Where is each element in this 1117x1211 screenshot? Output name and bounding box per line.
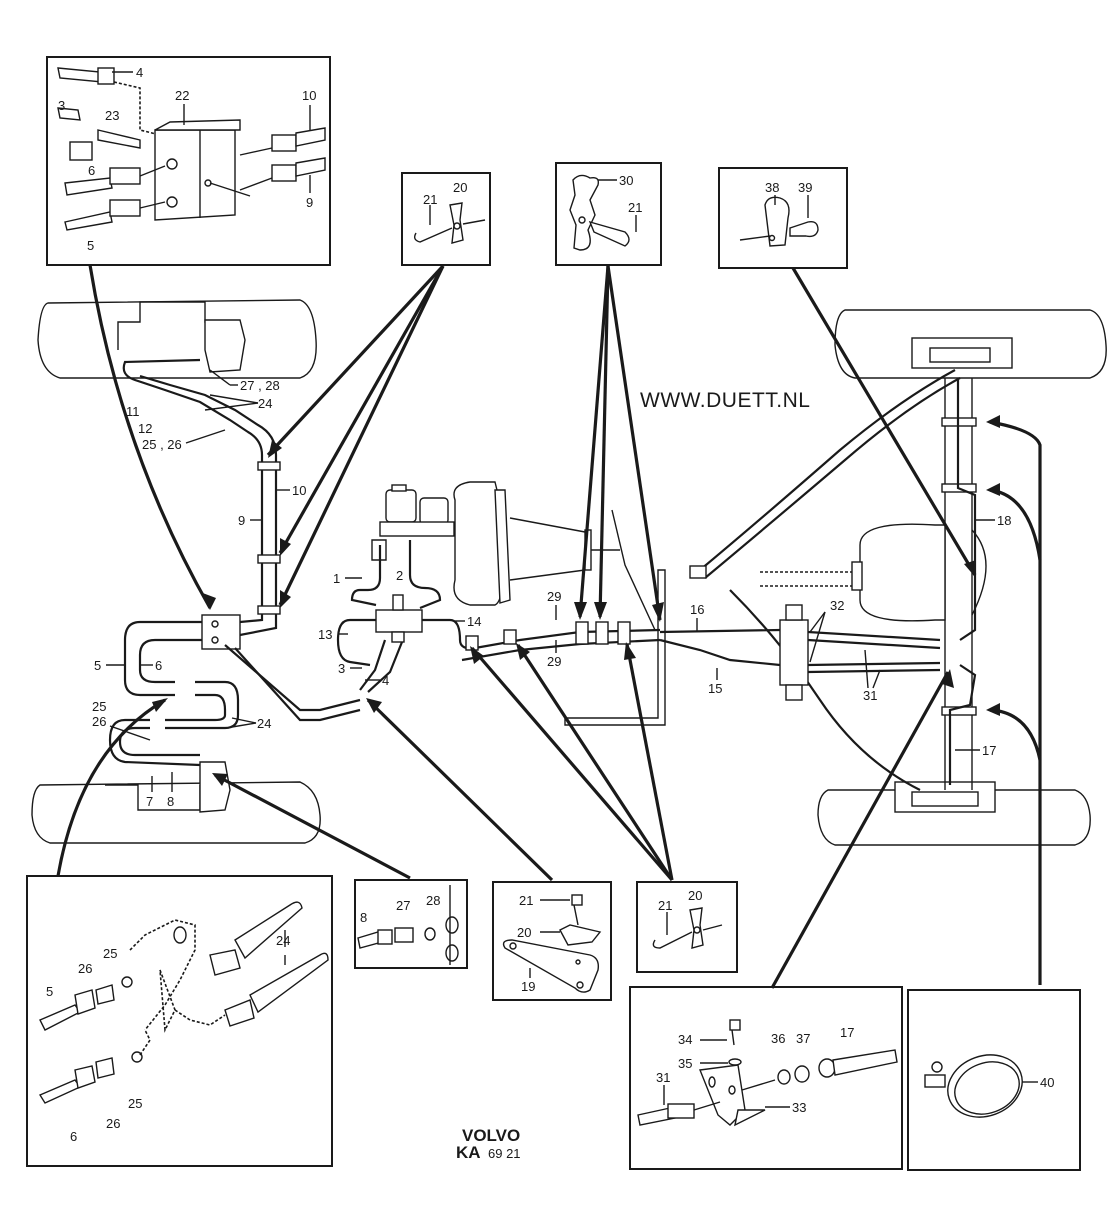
detail-box-clip-double: 30 21 xyxy=(555,162,662,266)
label-6: 6 xyxy=(155,658,162,673)
label-3: 3 xyxy=(338,661,345,676)
label-12: 12 xyxy=(138,421,152,436)
label-17: 17 xyxy=(982,743,996,758)
label-36: 36 xyxy=(771,1031,785,1046)
label-26-bottom: 26 xyxy=(92,714,106,729)
label-23: 23 xyxy=(105,108,119,123)
front-right-wheel xyxy=(31,761,321,844)
label-6: 6 xyxy=(70,1129,77,1144)
label-10: 10 xyxy=(302,88,316,103)
label-3: 3 xyxy=(58,98,65,113)
frame-member xyxy=(564,569,666,726)
label-8: 8 xyxy=(360,910,367,925)
label-25: 25 xyxy=(128,1096,142,1111)
label-20: 20 xyxy=(688,888,702,903)
label-15: 15 xyxy=(708,681,722,696)
label-5: 5 xyxy=(94,658,101,673)
label-29-top: 29 xyxy=(547,589,561,604)
label-24-top: 24 xyxy=(258,396,272,411)
label-33: 33 xyxy=(792,1100,806,1115)
label-6: 6 xyxy=(88,163,95,178)
rear-left-wheel xyxy=(834,309,1107,379)
label-5: 5 xyxy=(87,238,94,253)
label-18: 18 xyxy=(997,513,1011,528)
label-10: 10 xyxy=(292,483,306,498)
pointer-arrows xyxy=(56,264,1042,989)
label-27-28: 27 , 28 xyxy=(240,378,280,393)
label-14: 14 xyxy=(467,614,481,629)
watermark-text: WWW.DUETT.NL xyxy=(640,389,810,412)
label-9: 9 xyxy=(238,513,245,528)
master-cylinder xyxy=(371,484,455,561)
label-25-26-top: 25 , 26 xyxy=(142,437,182,452)
label-17: 17 xyxy=(840,1025,854,1040)
label-30: 30 xyxy=(619,173,633,188)
brand-label: VOLVO xyxy=(462,1126,520,1145)
front-distributor-block xyxy=(201,614,241,650)
label-11: 11 xyxy=(126,404,140,419)
detail-box-hose-union: 25 26 5 24 26 25 6 xyxy=(26,875,333,1167)
label-21: 21 xyxy=(628,200,642,215)
rear-right-wheel xyxy=(817,781,1091,846)
label-7: 7 xyxy=(146,794,153,809)
label-32: 32 xyxy=(830,598,844,613)
rear-axle xyxy=(760,378,987,790)
label-26: 26 xyxy=(106,1116,120,1131)
label-22: 22 xyxy=(175,88,189,103)
label-28: 28 xyxy=(426,893,440,908)
main-part-labels: 27 , 28 24 11 12 25 , 26 10 9 1 2 13 14 … xyxy=(92,369,1011,809)
label-4: 4 xyxy=(382,673,389,688)
label-31: 31 xyxy=(863,688,877,703)
code-prefix: KA xyxy=(456,1143,481,1162)
label-25-bottom: 25 xyxy=(92,699,106,714)
label-39: 39 xyxy=(798,180,812,195)
detail-box-bracket-plate: 21 20 19 xyxy=(492,881,612,1001)
label-40: 40 xyxy=(1040,1075,1054,1090)
detail-box-distributor-block: 4 3 23 22 6 5 10 9 xyxy=(46,56,331,266)
label-2: 2 xyxy=(396,568,403,583)
label-8: 8 xyxy=(167,794,174,809)
label-20: 20 xyxy=(517,925,531,940)
label-21: 21 xyxy=(519,893,533,908)
front-left-wheel xyxy=(37,299,317,379)
label-19: 19 xyxy=(521,979,535,994)
detail-box-clip-front: 21 20 xyxy=(401,172,491,266)
brake-booster xyxy=(453,481,656,631)
label-4: 4 xyxy=(136,65,143,80)
detail-box-caliper-union: 8 27 28 xyxy=(354,879,468,969)
label-29-bottom: 29 xyxy=(547,654,561,669)
label-16: 16 xyxy=(690,602,704,617)
label-38: 38 xyxy=(765,180,779,195)
detail-box-hose-clamp: 40 xyxy=(907,989,1081,1171)
label-24: 24 xyxy=(276,933,290,948)
label-31: 31 xyxy=(656,1070,670,1085)
brake-pipes xyxy=(108,358,977,791)
label-26: 26 xyxy=(78,961,92,976)
warning-valve xyxy=(375,594,423,643)
detail-box-rear-bracket: 34 35 36 37 17 31 33 xyxy=(629,986,903,1170)
code-number: 69 21 xyxy=(488,1146,521,1161)
label-25: 25 xyxy=(103,946,117,961)
label-21: 21 xyxy=(423,192,437,207)
label-34: 34 xyxy=(678,1032,692,1047)
label-5: 5 xyxy=(46,984,53,999)
detail-box-clip-lower: 21 20 xyxy=(636,881,738,973)
label-1: 1 xyxy=(333,571,340,586)
label-24-bottom: 24 xyxy=(257,716,271,731)
label-37: 37 xyxy=(796,1031,810,1046)
label-21: 21 xyxy=(658,898,672,913)
label-13: 13 xyxy=(318,627,332,642)
label-20: 20 xyxy=(453,180,467,195)
label-35: 35 xyxy=(678,1056,692,1071)
detail-box-clip-p: 38 39 xyxy=(718,167,848,269)
label-27: 27 xyxy=(396,898,410,913)
label-9: 9 xyxy=(306,195,313,210)
